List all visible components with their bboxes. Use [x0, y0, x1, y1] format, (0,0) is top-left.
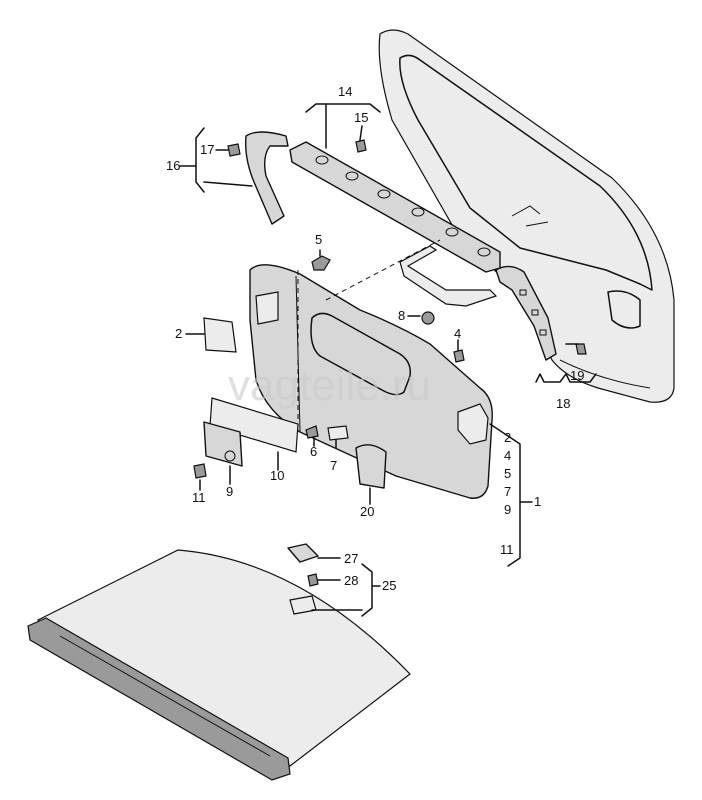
callout-9: 9: [226, 484, 233, 499]
leader-lines: [179, 103, 597, 617]
group-1-item: 2: [504, 430, 511, 445]
group-1-item: 5: [504, 466, 511, 481]
callout-6: 6: [310, 444, 317, 459]
callout-20: 20: [360, 504, 374, 519]
leader-dashed-lines: [297, 239, 441, 420]
callout-2: 2: [175, 326, 182, 341]
callout-17: 17: [200, 142, 214, 157]
hook-20: [355, 444, 387, 489]
group-1-item: 11: [500, 542, 514, 557]
holder-27: [287, 543, 319, 563]
callout-1: 1: [534, 494, 541, 509]
group-1-item: 9: [504, 502, 511, 517]
callout-15: 15: [354, 110, 368, 125]
tailgate-frame: [378, 29, 675, 403]
cap-7: [327, 425, 349, 441]
callout-14: 14: [338, 84, 352, 99]
group-1-item: 4: [504, 448, 511, 463]
cover-plate-9: [203, 421, 243, 467]
cover-cap: [203, 317, 237, 353]
callout-4: 4: [454, 326, 461, 341]
right-pillar-trim: [495, 265, 587, 361]
fastener-8: [421, 311, 435, 325]
mounting-bracket: [399, 245, 498, 307]
callout-10: 10: [270, 468, 284, 483]
group-1-item: 7: [504, 484, 511, 499]
clip-15: [355, 139, 367, 153]
callout-11: 11: [192, 490, 206, 505]
callout-19: 19: [570, 368, 584, 383]
lower-trim-panel: [249, 264, 493, 499]
callout-5: 5: [315, 232, 322, 247]
screw-11: [193, 463, 207, 479]
clip-4: [453, 349, 465, 363]
screw-28: [307, 573, 319, 587]
watermark: vagteile.ru: [228, 361, 431, 410]
callout-28: 28: [344, 573, 358, 588]
callout-8: 8: [398, 308, 405, 323]
clip-5: [311, 255, 331, 271]
left-pillar-trim: [227, 131, 289, 225]
screw-6: [305, 425, 319, 439]
luggage-cover: [27, 549, 411, 781]
callout-7: 7: [330, 458, 337, 473]
callout-27: 27: [344, 551, 358, 566]
callout-25: 25: [382, 578, 396, 593]
callout-16: 16: [166, 158, 180, 173]
trim-strip-10: [209, 397, 299, 453]
callout-18: 18: [556, 396, 570, 411]
